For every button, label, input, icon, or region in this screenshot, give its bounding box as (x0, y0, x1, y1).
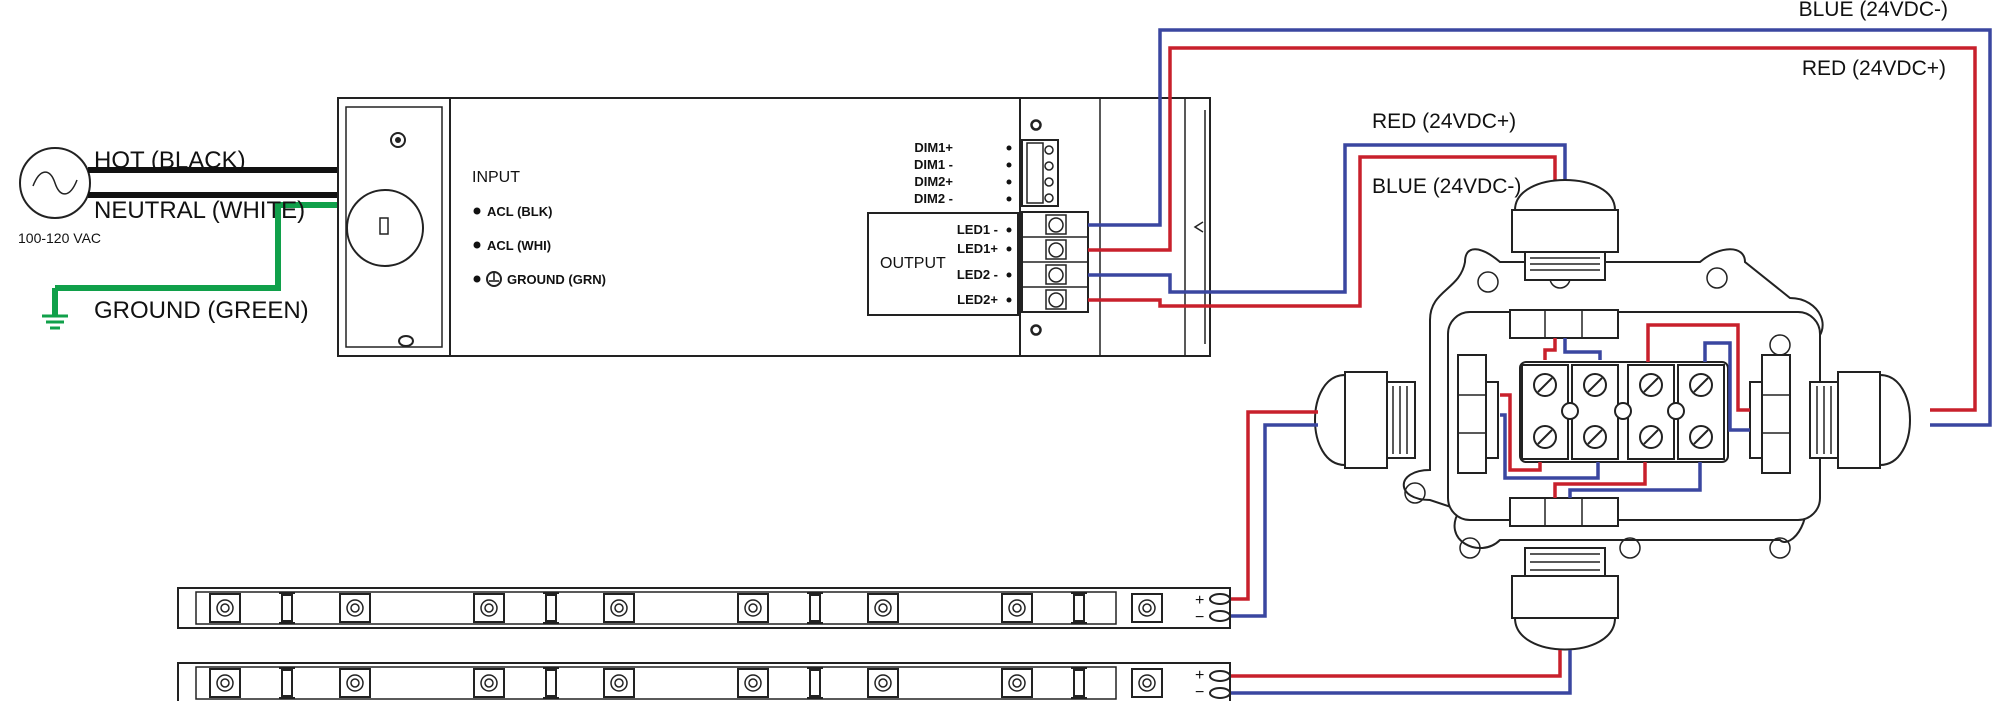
mid-blue-wire-label: BLUE (24VDC-) (1372, 175, 1521, 198)
strip2-plus-wire (1225, 650, 1562, 678)
mid-red-wire-label: RED (24VDC+) (1372, 110, 1516, 133)
resistor (807, 592, 823, 624)
left-cable-gland (1314, 354, 1499, 474)
neutral-label: NEUTRAL (WHITE) (94, 197, 305, 224)
bottom-cable-gland (1509, 497, 1619, 651)
led-chip (867, 593, 899, 623)
dim2-minus-label: DIM2 - (914, 191, 953, 206)
knockout (346, 189, 424, 267)
led-driver: INPUT ACL (BLK) ACL (WHI) GROUND (GRN) D… (337, 97, 1211, 357)
led-chip (603, 593, 635, 623)
resistor (1071, 592, 1087, 624)
voltage-label: 100-120 VAC (18, 230, 101, 246)
strip1-minus-label: − (1195, 609, 1204, 626)
led-chip (1131, 593, 1163, 623)
led-chip (473, 668, 505, 698)
resistor (543, 667, 559, 699)
led-chip (737, 593, 769, 623)
led2-minus-label: LED2 - (957, 267, 998, 282)
ac-source: 100-120 VAC (18, 147, 101, 246)
resistor (279, 667, 295, 699)
led-chip (209, 668, 241, 698)
led1-plus-wire (1088, 46, 1977, 412)
led1-plus-label: LED1+ (957, 241, 998, 256)
strip1-plus-label: + (1195, 592, 1204, 609)
output-title: OUTPUT (880, 255, 946, 272)
mounting-slot (398, 335, 414, 347)
led-chip (1131, 668, 1163, 698)
led-chip (473, 593, 505, 623)
led-chip (1001, 593, 1033, 623)
led-strip-1: + − (177, 587, 1231, 629)
top-cable-gland (1509, 179, 1619, 339)
led-chip (209, 593, 241, 623)
input-terminal-ground: GROUND (GRN) (507, 272, 606, 287)
led-chip (339, 593, 371, 623)
strip1-minus-wire (1225, 423, 1318, 618)
input-terminal-acl-whi: ACL (WHI) (487, 238, 551, 253)
top-red-wire-label: RED (24VDC+) (1802, 57, 1946, 80)
dim2-plus-label: DIM2+ (914, 174, 953, 189)
sine-wave-icon (32, 171, 78, 195)
strip1-plus-wire (1225, 410, 1318, 601)
resistor (543, 592, 559, 624)
led-chip (1001, 668, 1033, 698)
led2-plus-wire (1088, 155, 1557, 308)
dim1-minus-label: DIM1 - (914, 157, 953, 172)
strip2-minus-label: − (1195, 684, 1204, 701)
hot-label: HOT (BLACK) (94, 147, 246, 174)
input-title: INPUT (472, 169, 520, 186)
led1-minus-label: LED1 - (957, 222, 998, 237)
led-chip (339, 668, 371, 698)
top-blue-wire-label: BLUE (24VDC-) (1799, 0, 1948, 21)
resistor (1071, 667, 1087, 699)
led-chip (867, 668, 899, 698)
input-terminal-acl-blk: ACL (BLK) (487, 204, 552, 219)
led-strip-2: + − (177, 662, 1231, 701)
strip2-minus-wire (1225, 650, 1572, 695)
junction-box (1314, 179, 1911, 651)
resistor (807, 667, 823, 699)
led1-minus-wire (1088, 28, 1992, 427)
dim1-plus-label: DIM1+ (914, 140, 953, 155)
led2-plus-label: LED2+ (957, 292, 998, 307)
led-chip (603, 668, 635, 698)
ground-icon (42, 288, 68, 330)
led-chip (737, 668, 769, 698)
dim-terminal-block: DIM1+ DIM1 - DIM2+ DIM2 - (914, 120, 1059, 207)
ground-label: GROUND (GREEN) (94, 297, 309, 324)
led2-minus-wire (1088, 143, 1567, 294)
strip2-plus-label: + (1195, 667, 1204, 684)
output-label-box (867, 212, 1019, 316)
right-cable-gland (1749, 354, 1911, 474)
led-terminal-block (1021, 211, 1089, 335)
resistor (279, 592, 295, 624)
wago-terminal-block (1519, 361, 1729, 463)
